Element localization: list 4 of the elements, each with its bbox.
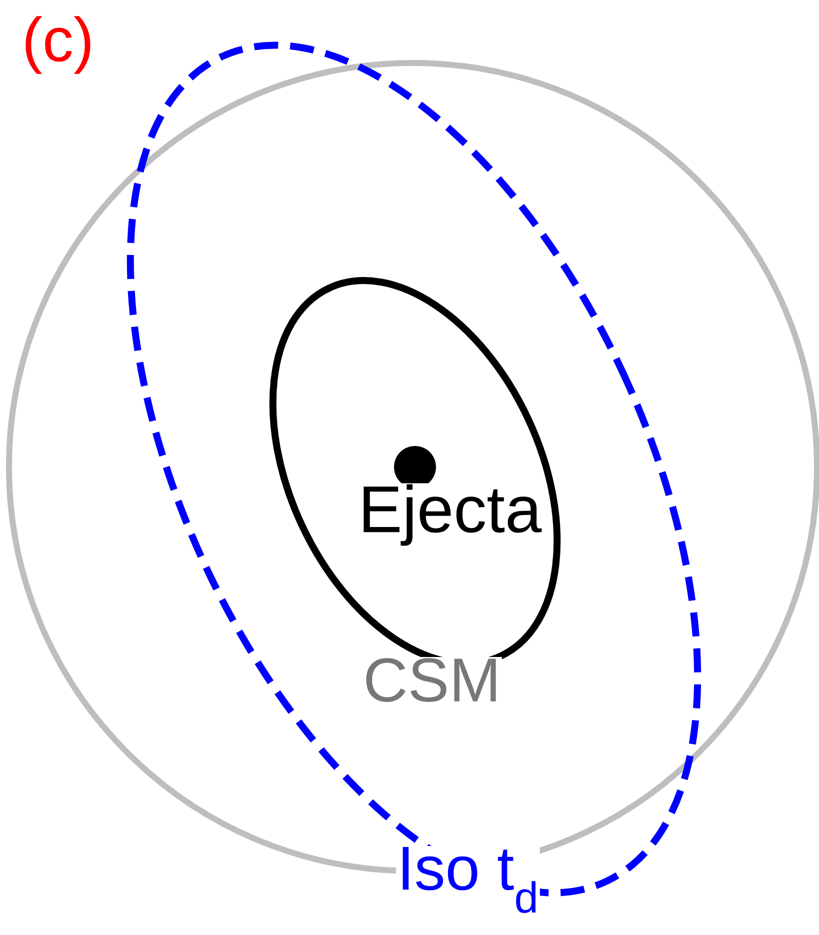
panel-label: (c) (20, 15, 96, 75)
contour-label: Iso t$_{d}$ (396, 846, 540, 914)
region-label: CSM (362, 657, 502, 703)
region-label: Ejecta (357, 483, 543, 547)
